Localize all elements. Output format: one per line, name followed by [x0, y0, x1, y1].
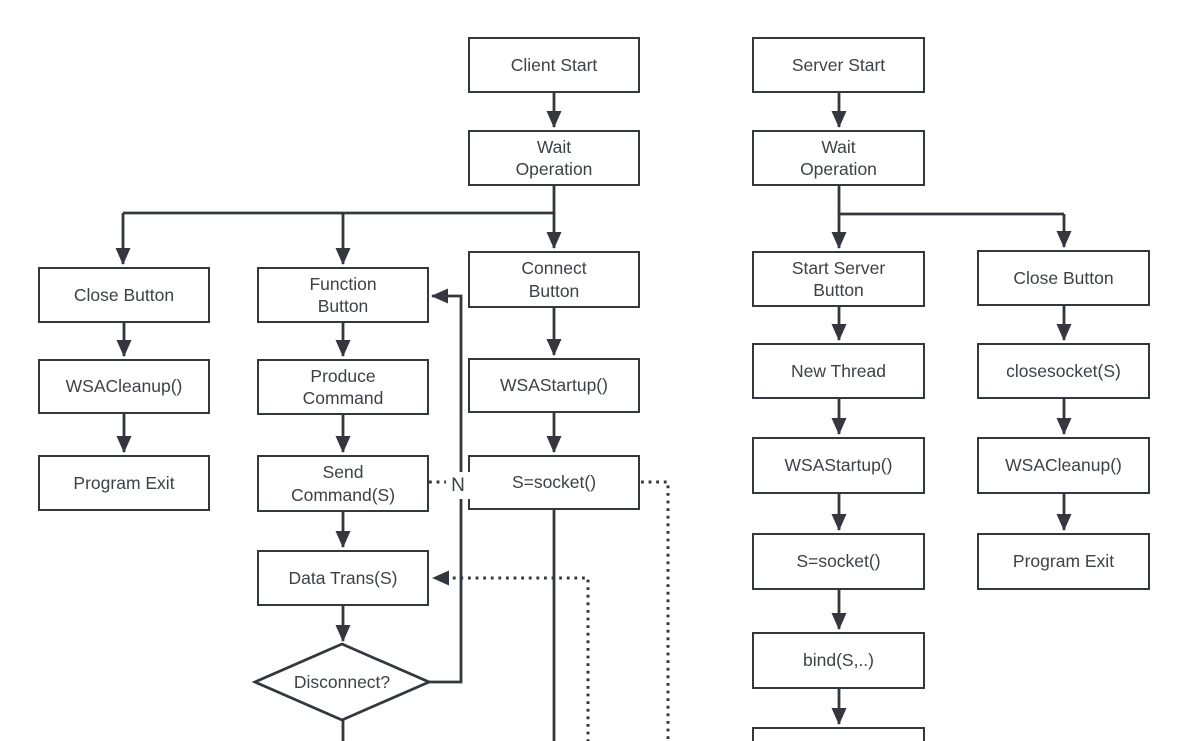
node-data-trans: Data Trans(S) — [257, 550, 429, 606]
node-client-wait-operation: Wait Operation — [468, 130, 640, 186]
node-produce-command: Produce Command — [257, 359, 429, 415]
node-server-program-exit: Program Exit — [977, 533, 1150, 590]
node-connect-button: Connect Button — [468, 251, 640, 308]
disconnect-decision-diamond — [251, 642, 433, 722]
node-server-closesocket: closesocket(S) — [977, 343, 1150, 399]
node-client-program-exit: Program Exit — [38, 455, 210, 511]
node-send-command: Send Command(S) — [257, 455, 429, 512]
node-server-socket: S=socket() — [752, 533, 925, 590]
node-client-wsastartup: WSAStartup() — [468, 358, 640, 413]
node-client-socket: S=socket() — [468, 455, 640, 510]
node-server-wsastartup: WSAStartup() — [752, 437, 925, 494]
node-server-close-button: Close Button — [977, 250, 1150, 306]
node-start-server-button: Start Server Button — [752, 251, 925, 307]
node-server-partial-bottom — [752, 727, 925, 741]
edge-dotted-socket-down-right-cut — [641, 480, 670, 741]
node-function-button: Function Button — [257, 267, 429, 323]
edge-label-disconnect-no: N — [446, 472, 470, 499]
node-client-wsacleanup: WSACleanup() — [38, 359, 210, 414]
edge-client-branch-rail — [123, 186, 556, 215]
edge-dotted-up-to-datatrans — [432, 570, 590, 741]
edge-server-branch-rail — [837, 186, 1064, 216]
node-client-close-button: Close Button — [38, 267, 210, 323]
node-new-thread: New Thread — [752, 343, 925, 399]
node-server-start: Server Start — [752, 37, 925, 93]
node-server-wait-operation: Wait Operation — [752, 130, 925, 186]
node-client-start: Client Start — [468, 37, 640, 93]
node-disconnect-decision-label: Disconnect? — [293, 671, 391, 692]
node-server-wsacleanup: WSACleanup() — [977, 437, 1150, 494]
node-server-bind: bind(S,..) — [752, 632, 925, 689]
